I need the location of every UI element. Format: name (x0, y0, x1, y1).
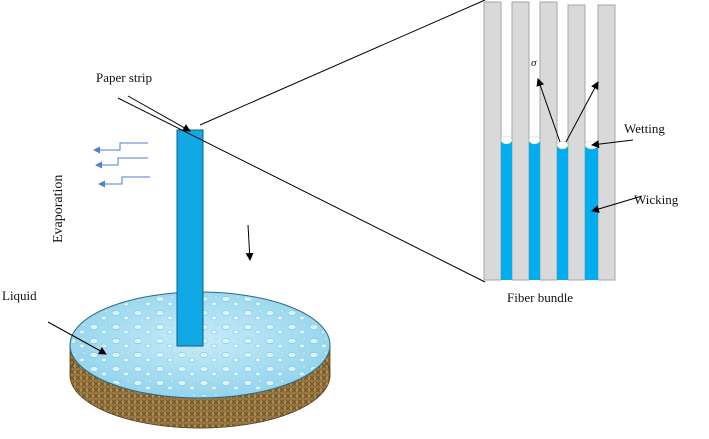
wicking-liquid-column (501, 141, 512, 280)
zoom-line-bottom (117, 97, 486, 283)
evaporation-label: Evaporation (51, 175, 66, 243)
paper-strip-label: Paper strip (96, 70, 152, 85)
meniscus (528, 135, 541, 145)
fiber-bundle-label: Fiber bundle (507, 290, 573, 305)
liquid-leader (47, 321, 107, 355)
fiber (567, 4, 586, 281)
wetting-leader (591, 139, 634, 149)
evaporation-arrow (98, 176, 150, 188)
surface-tension-arrow (565, 81, 599, 143)
evaporation-arrows (93, 142, 150, 188)
zoom-line-top (199, 0, 486, 126)
flow-down-arrow (245, 224, 254, 261)
paper-strip (176, 129, 204, 347)
fiber (511, 1, 530, 281)
sigma-label: σ (531, 57, 537, 69)
paper-strip-leader (127, 95, 191, 132)
wetting-label: Wetting (624, 121, 665, 136)
fiber (539, 1, 558, 281)
wicking-leader (591, 195, 643, 213)
wicking-liquid-column (557, 146, 568, 280)
evaporation-arrow (95, 157, 148, 169)
surface-tension-arrow (536, 78, 561, 143)
meniscus (556, 140, 569, 150)
meniscus (500, 135, 513, 145)
fiber-bundle (483, 1, 616, 281)
wicking-liquid-column (529, 141, 540, 280)
wicking-liquid-column (585, 146, 598, 280)
evaporation-arrow (93, 142, 148, 154)
fiber (483, 1, 502, 281)
wicking-label: Wicking (634, 192, 679, 207)
liquid-label: Liquid (2, 288, 37, 303)
